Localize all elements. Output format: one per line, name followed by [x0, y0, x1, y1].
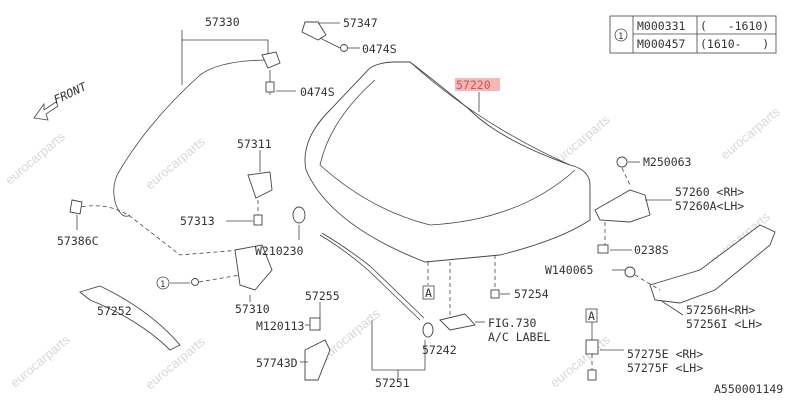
hood-panel [304, 61, 591, 263]
ref-box-a-label: A [588, 309, 595, 323]
label-57275f: 57275F <LH> [627, 361, 703, 375]
label-57311: 57311 [237, 137, 272, 151]
ref-circle-1 [156, 276, 170, 290]
hood-lock [234, 244, 273, 291]
label-57275e: 57275E <RH> [627, 347, 703, 361]
watermark: eurocarparts [7, 332, 73, 391]
label-57260a: 57260A<LH> [675, 199, 744, 213]
diagram-id: A550001149 [714, 382, 783, 396]
label-57256h: 57256H<RH> [686, 303, 755, 317]
ref-circle-1-label: 1 [160, 280, 165, 290]
table-code: M000457 [637, 37, 686, 51]
label-57251: 57251 [375, 376, 410, 390]
ref-box-a [422, 285, 435, 300]
label-0474s: 0474S [300, 85, 335, 99]
highlight-57220 [455, 78, 500, 91]
label-ac-label: A/C LABEL [488, 330, 550, 344]
label-57347: 57347 [343, 16, 378, 30]
label-57255: 57255 [305, 289, 340, 303]
label-M120113: M120113 [256, 319, 305, 333]
label-57330: 57330 [205, 15, 240, 29]
watermark: eurocarparts [142, 134, 208, 193]
label-W140065: W140065 [545, 263, 593, 277]
table-code: M000331 [637, 19, 686, 33]
label-fig730[interactable]: FIG.730 [488, 316, 537, 330]
hood-hinge [594, 189, 651, 223]
label-57252: 57252 [97, 304, 132, 318]
label-0238s: 0238S [634, 243, 669, 257]
label-57220[interactable]: 57220 [456, 78, 491, 92]
ref-box-a-label: A [425, 286, 432, 300]
label-57313: 57313 [180, 214, 215, 228]
cable-lever [261, 51, 281, 69]
weatherstrip [79, 285, 181, 351]
table-range: ( -1610) [700, 19, 769, 33]
front-label: FRONT [51, 79, 89, 107]
label-W210230: W210230 [255, 244, 304, 258]
label-57310: 57310 [235, 302, 270, 316]
ac-label-sticker [439, 313, 476, 331]
label-57254: 57254 [514, 287, 549, 301]
label-57242: 57242 [422, 343, 457, 357]
table-marker: 1 [618, 32, 623, 42]
label-M250063: M250063 [643, 155, 692, 169]
label-57260: 57260 <RH> [675, 185, 744, 199]
front-arrow-icon: FRONT [33, 79, 90, 121]
watermark: eurocarparts [2, 129, 68, 188]
hood-seal [649, 224, 776, 304]
label-0474s: 0474S [362, 42, 397, 56]
label-57256i: 57256I <LH> [686, 317, 762, 331]
label-57386c: 57386C [57, 234, 99, 248]
ref-box-a [585, 308, 598, 323]
applicability-table: 1 M000331 ( -1610) M000457 (1610- ) [609, 15, 777, 54]
watermark: eurocarparts [547, 332, 613, 391]
watermark: eurocarparts [717, 104, 783, 163]
table-range: (1610- ) [700, 37, 769, 51]
label-57743d: 57743D [256, 356, 298, 370]
